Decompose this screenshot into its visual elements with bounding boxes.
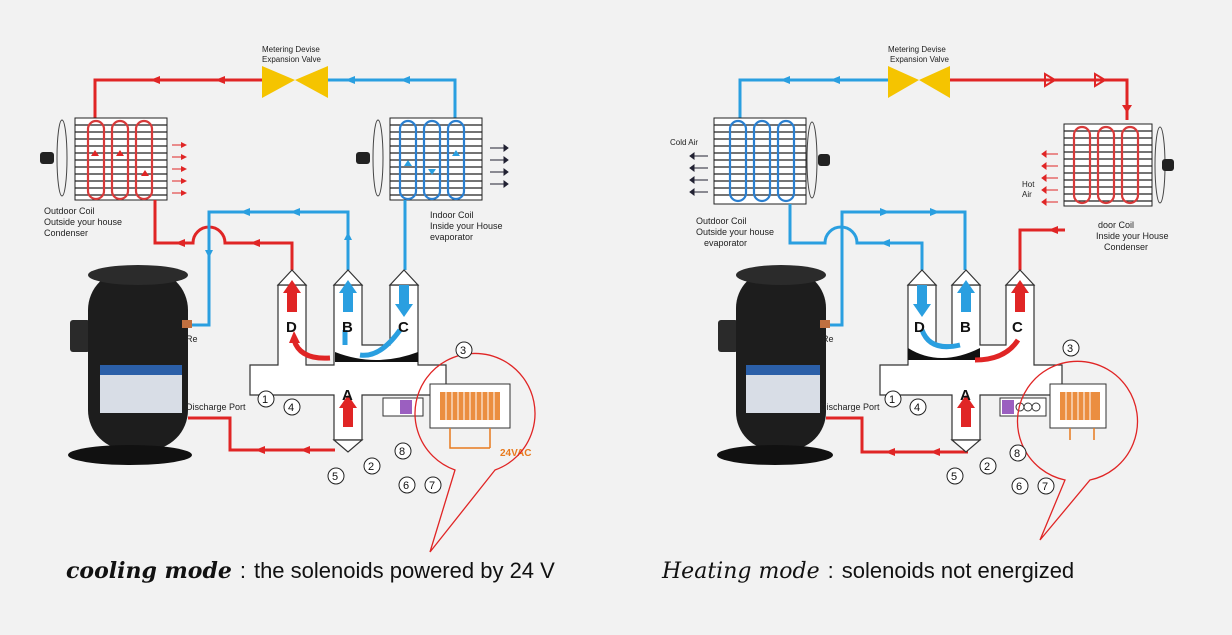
heating-caption: Heating mode: solenoids not energized: [662, 558, 1074, 584]
outdoor-coil-icon: [713, 117, 807, 205]
heating-mode-title: Heating mode: [662, 559, 820, 584]
reversing-valve: [249, 269, 447, 453]
marker-2: 2: [368, 461, 374, 473]
expansion-valve-icon: [888, 66, 950, 98]
cooling-caption: cooling mode: the solenoids powered by 24…: [66, 558, 555, 584]
compressor-icon: [717, 265, 833, 465]
number-markers: [257, 341, 473, 494]
cold-air-label: Cold Air: [670, 138, 698, 147]
solenoid-icon: [999, 383, 1107, 440]
cold-air-arrows: [689, 152, 708, 196]
return-label: Re: [186, 334, 198, 344]
marker-7: 7: [429, 480, 435, 492]
return-label: Re: [822, 334, 834, 344]
marker-3: 3: [460, 345, 466, 357]
outdoor-air-arrows: [172, 142, 187, 196]
hot-air-label-1: Hot: [1022, 180, 1035, 189]
port-a-label: A: [342, 387, 353, 404]
indoor-coil-role: evaporator: [430, 232, 473, 242]
indoor-fan-icon: [1154, 126, 1174, 204]
marker-8: 8: [399, 446, 405, 458]
heating-mode-desc: solenoids not energized: [841, 558, 1075, 583]
indoor-coil-role: Condenser: [1104, 242, 1148, 252]
marker-3: 3: [1067, 343, 1073, 355]
zoom-callout: [1016, 360, 1139, 541]
indoor-coil-icon: [1063, 123, 1153, 207]
port-b-label: B: [960, 319, 971, 336]
marker-4: 4: [914, 402, 920, 414]
port-a-label: A: [960, 387, 971, 404]
discharge-label: Discharge Port: [820, 402, 880, 412]
heating-panel: Metering Devise Expansion Valve: [670, 45, 1174, 541]
marker-6: 6: [403, 480, 409, 492]
indoor-coil-sub: Inside your House: [1096, 231, 1169, 241]
liquid-line-cold: [328, 78, 457, 120]
expansion-valve-icon: [262, 66, 328, 98]
port-d-label: D: [286, 319, 297, 336]
liquid-line-hot: [93, 78, 262, 120]
hot-air-label-2: Air: [1022, 190, 1032, 199]
marker-4: 4: [288, 402, 294, 414]
indoor-coil-icon: [389, 117, 483, 201]
marker-2: 2: [984, 461, 990, 473]
outdoor-fan-icon: [40, 119, 68, 197]
cooling-mode-desc: the solenoids powered by 24 V: [253, 558, 555, 583]
outdoor-coil-role: evaporator: [704, 238, 747, 248]
cooling-panel: Metering Devise Expansion Valve: [40, 45, 536, 553]
outdoor-fan-icon: [806, 121, 830, 199]
outdoor-coil-sub: Outside your house: [696, 227, 774, 237]
voltage-label: 24VAC: [500, 448, 532, 459]
marker-5: 5: [332, 471, 338, 483]
hot-air-arrows: [1041, 150, 1058, 206]
indoor-coil-label: door Coil: [1098, 220, 1134, 230]
caption-separator: :: [827, 558, 834, 583]
port-d-label: D: [914, 319, 925, 336]
marker-1: 1: [889, 394, 895, 406]
marker-7: 7: [1042, 481, 1048, 493]
port-b-label: B: [342, 319, 353, 336]
port-c-label: C: [398, 319, 409, 336]
expansion-label: Expansion Valve: [890, 55, 950, 64]
zoom-callout: [414, 352, 536, 553]
outdoor-coil-sub: Outside your house: [44, 217, 122, 227]
outdoor-coil-icon: [74, 117, 168, 201]
number-markers: [884, 339, 1080, 495]
marker-5: 5: [951, 471, 957, 483]
indoor-air-arrows: [490, 144, 509, 188]
indoor-fan-icon: [356, 119, 384, 197]
reversing-valve: [879, 269, 1063, 453]
marker-1: 1: [262, 394, 268, 406]
expansion-label: Expansion Valve: [262, 55, 322, 64]
solenoid-icon: [382, 383, 511, 449]
outdoor-coil-role: Condenser: [44, 228, 88, 238]
indoor-coil-label: Indoor Coil: [430, 210, 474, 220]
outdoor-coil-label: Outdoor Coil: [696, 216, 747, 226]
compressor-icon: [68, 265, 192, 465]
metering-label: Metering Devise: [888, 45, 946, 54]
discharge-label: Discharge Port: [186, 402, 246, 412]
caption-separator: :: [239, 558, 246, 583]
port-c-label: C: [1012, 319, 1023, 336]
metering-label: Metering Devise: [262, 45, 320, 54]
marker-6: 6: [1016, 481, 1022, 493]
indoor-coil-sub: Inside your House: [430, 221, 503, 231]
cooling-mode-title: cooling mode: [66, 558, 232, 584]
outdoor-coil-label: Outdoor Coil: [44, 206, 95, 216]
marker-8: 8: [1014, 448, 1020, 460]
